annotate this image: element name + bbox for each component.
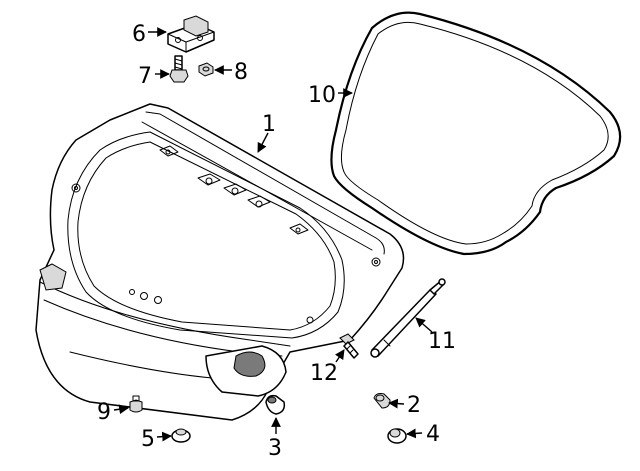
nut (198, 62, 214, 77)
bumper-round (387, 428, 407, 444)
callout-2: 2 (407, 393, 421, 418)
callout-5: 5 (141, 427, 155, 452)
hinge-bracket (167, 15, 215, 53)
bumper (373, 393, 391, 409)
callout-7: 7 (138, 64, 152, 89)
callout-12: 12 (310, 361, 338, 386)
plug (171, 428, 191, 443)
weatherstrip-seal (330, 11, 622, 256)
callout-6: 6 (132, 22, 146, 47)
lift-support-strut (370, 278, 446, 358)
bumper-lower (265, 394, 286, 415)
callout-4: 4 (426, 422, 440, 447)
clip (129, 395, 143, 413)
leader-lines (113, 27, 433, 442)
callout-1: 1 (262, 112, 276, 137)
callout-11: 11 (428, 329, 456, 354)
screw (339, 333, 359, 359)
callout-10: 10 (308, 83, 336, 108)
callout-9: 9 (97, 400, 111, 425)
callout-8: 8 (234, 60, 248, 85)
callout-labels: 1 2 3 4 5 6 7 8 9 10 11 12 (97, 22, 456, 461)
liftgate-panel (35, 103, 405, 421)
bolt (169, 55, 189, 83)
callout-3: 3 (268, 436, 282, 461)
